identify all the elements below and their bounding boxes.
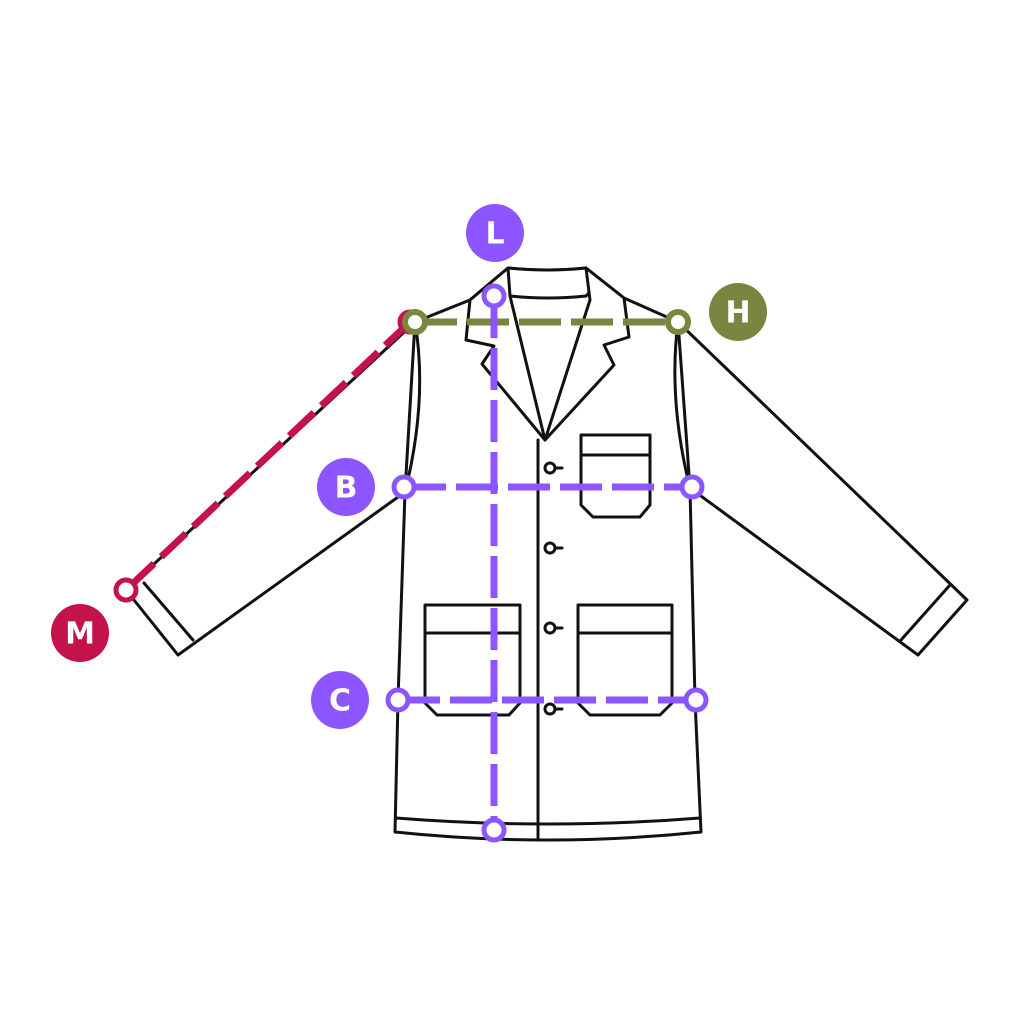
- length-label-badge: [466, 204, 524, 262]
- waist-label: C: [329, 684, 351, 719]
- left-lapel: [464, 266, 547, 442]
- right-sleeve: [676, 320, 969, 657]
- sleeve-measurement: M: [51, 309, 423, 662]
- length-measurement: L: [466, 204, 524, 843]
- buttons: [543, 461, 564, 716]
- jacket-drawing: [124, 266, 969, 842]
- sleeve-label: M: [65, 617, 95, 652]
- shoulder-label: H: [725, 296, 750, 331]
- sleeve-label-badge: [51, 604, 109, 662]
- left-sleeve: [124, 320, 417, 657]
- shoulder-measurement: H: [402, 283, 767, 341]
- waist-measurement: C: [311, 671, 709, 729]
- length-label: L: [485, 217, 504, 252]
- chest-label-badge: [317, 458, 375, 516]
- chest-label: B: [335, 471, 358, 506]
- shoulder-label-badge: [709, 283, 767, 341]
- chest-pocket: [579, 433, 652, 519]
- chest-measurement: B: [317, 458, 705, 516]
- waist-label-badge: [311, 671, 369, 729]
